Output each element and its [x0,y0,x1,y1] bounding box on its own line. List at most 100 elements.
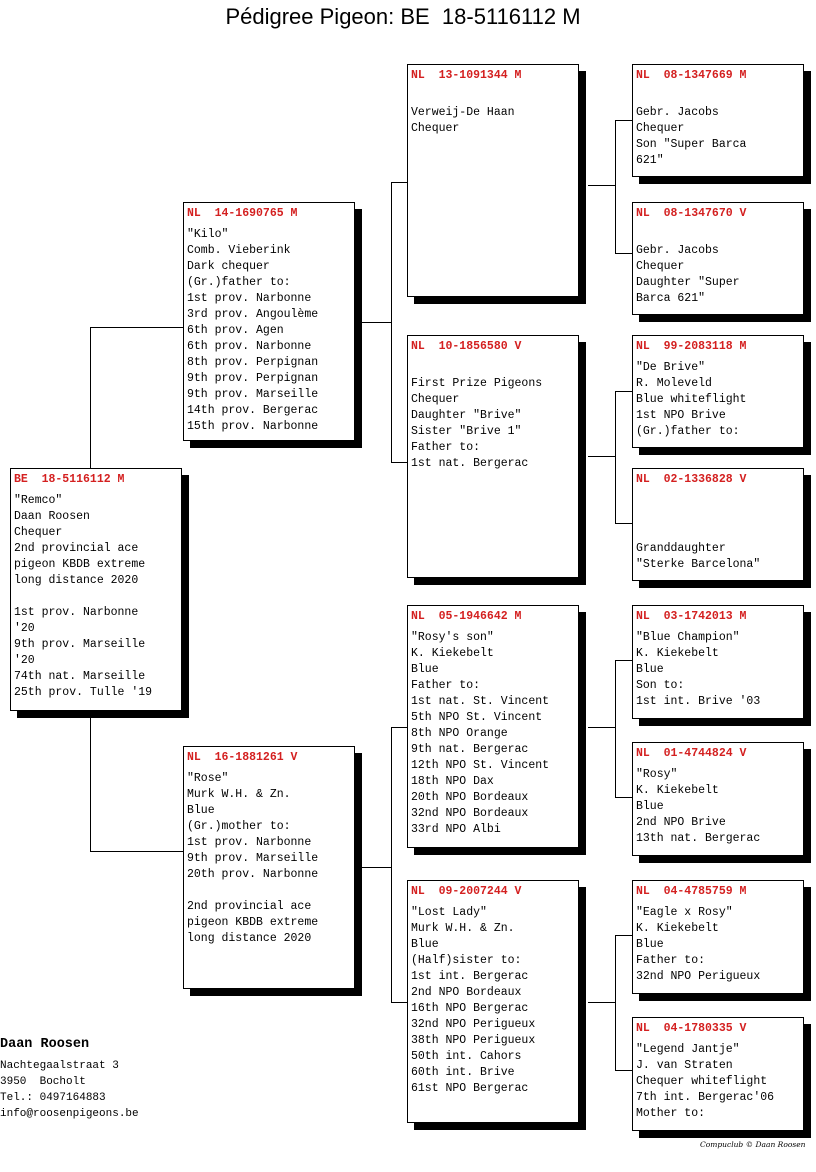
pigeon-info-line: long distance 2020 [187,932,312,945]
pigeon-info-line: Sister "Brive 1" [411,425,522,438]
pigeon-info-line: Son "Super Barca [636,138,747,151]
pigeon-info-line: Daan Roosen [14,510,90,523]
pigeon-info-line: 1st NPO Brive [636,409,726,422]
pigeon-info-line: 6th prov. Narbonne [187,340,312,353]
pigeon-info-line: Chequer [411,122,460,135]
pigeon-info-line: R. Moleveld [636,377,712,390]
pigeon-info-line: Blue whiteflight [636,393,747,406]
pigeon-info-line: 33rd NPO Albi [411,823,501,836]
ring-number: NL 09-2007244 V [411,885,522,898]
pigeon-info-line: 2nd NPO Bordeaux [411,986,522,999]
pigeon-info-line [636,227,803,243]
pigeon-info-line: 20th prov. Narbonne [187,868,319,881]
pigeon-info-line: Barca 621" [636,292,706,305]
ring-number: NL 13-1091344 M [411,69,522,82]
pigeon-info-line: 13th nat. Bergerac [636,832,761,845]
pigeon-info-line: 50th int. Cahors [411,1050,522,1063]
pigeon-info-line: Blue [636,938,664,951]
pigeon-info-line: 74th nat. Marseille [14,670,146,683]
pigeon-info-line [636,493,803,509]
connector [90,327,91,468]
pigeon-info-line: 32nd NPO Bordeaux [411,807,529,820]
pigeon-info-line: pigeon KBDB extreme [14,558,146,571]
connector [615,660,616,798]
pigeon-info-line: 1st nat. St. Vincent [411,695,550,708]
pigeon-info-line [636,89,803,105]
pigeon-card-dd-sire: NL 04-4785759 M"Eagle x Rosy"K. Kiekebel… [632,880,804,994]
pigeon-info-line: 16th NPO Bergerac [411,1002,529,1015]
pigeon-info-line: 2nd provincial ace [187,900,312,913]
pigeon-info-line: 32nd NPO Perigueux [636,970,761,983]
pigeon-info-line [14,589,181,605]
ring-number: NL 02-1336828 V [636,473,747,486]
ring-number: NL 99-2083118 M [636,340,747,353]
pigeon-info-line: "Kilo" [187,228,229,241]
pigeon-card-dam-dam: NL 09-2007244 V"Lost Lady"Murk W.H. & Zn… [407,880,579,1123]
pigeon-info-line: "Rosy's son" [411,631,494,644]
pigeon-info-line: Gebr. Jacobs [636,106,719,119]
connector [615,391,616,524]
connector [615,391,632,392]
pigeon-info-line: 9th prov. Marseille [187,852,319,865]
pigeon-info-line: 5th NPO St. Vincent [411,711,543,724]
pigeon-info-line: 38th NPO Perigueux [411,1034,536,1047]
pigeon-info-line: 1st prov. Narbonne [187,836,312,849]
pigeon-info-line: 9th prov. Perpignan [187,372,319,385]
connector [90,711,91,852]
connector [615,253,632,254]
breeder-name: Daan Roosen [0,1037,90,1052]
pigeon-info-line: Comb. Vieberink [187,244,291,257]
breeder-address-line: Nachtegaalstraat 3 [0,1060,119,1072]
connector [391,182,407,183]
pigeon-info-line: 9th prov. Marseille [14,638,146,651]
pigeon-info-line: (Gr.)father to: [636,425,740,438]
pigeon-info-line: 9th nat. Bergerac [411,743,529,756]
pigeon-info-line: K. Kiekebelt [636,784,719,797]
pigeon-info-line: Daughter "Super [636,276,740,289]
pigeon-info-line: 9th prov. Marseille [187,388,319,401]
pigeon-info-line: Daughter "Brive" [411,409,522,422]
pigeon-info-line: 25th prov. Tulle '19 [14,686,153,699]
pigeon-info-line: 15th prov. Narbonne [187,420,319,433]
pigeon-info-line: Blue [411,938,439,951]
pigeon-info-line: (Half)sister to: [411,954,522,967]
breeder-email: info@roosenpigeons.be [0,1108,139,1120]
connector [391,1002,407,1003]
breeder-phone: Tel.: 0497164883 [0,1092,106,1104]
pigeon-info-line: Father to: [411,441,481,454]
pigeon-info-line [187,883,354,899]
pigeon-info-line: "Legend Jantje" [636,1043,740,1056]
connector [615,120,616,254]
pigeon-info-line: Gebr. Jacobs [636,244,719,257]
pigeon-info-line: 621" [636,154,664,167]
pigeon-info-line: long distance 2020 [14,574,139,587]
ring-number: NL 08-1347670 V [636,207,747,220]
ring-number: NL 10-1856580 V [411,340,522,353]
pigeon-card-dam: NL 16-1881261 V"Rose"Murk W.H. & Zn.Blue… [183,746,355,989]
pigeon-card-dd-dam: NL 04-1780335 V"Legend Jantje"J. van Str… [632,1017,804,1131]
pigeon-info-line: Blue [636,663,664,676]
pigeon-info-line [636,509,803,525]
connector [357,322,391,323]
pigeon-info-line [636,525,803,541]
connector [615,120,632,121]
pigeon-info-line: 2nd provincial ace [14,542,139,555]
pigeon-info-line: "Blue Champion" [636,631,740,644]
pigeon-info-line: 1st int. Brive '03 [636,695,761,708]
pigeon-info-line: 32nd NPO Perigueux [411,1018,536,1031]
ring-number: NL 08-1347669 M [636,69,747,82]
connector [90,327,183,328]
pigeon-info-line: Son to: [636,679,685,692]
pigeon-info-line: '20 [14,654,35,667]
pigeon-info-line: First Prize Pigeons [411,377,543,390]
connector [615,523,632,524]
pigeon-info-line: Verweij-De Haan [411,106,515,119]
